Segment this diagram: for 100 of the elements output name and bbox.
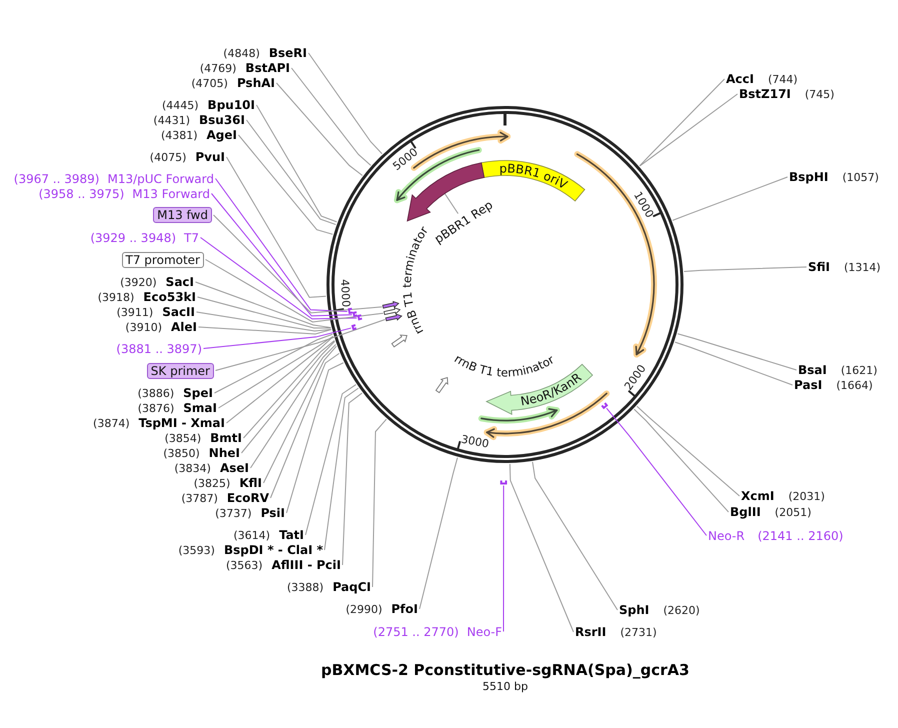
leader-line [263,346,337,484]
enzyme-name: SfiI [808,260,830,274]
leader-line [509,463,574,632]
leader-line [372,418,387,588]
leader-line [419,457,458,610]
cut-site-position: (4769) [200,62,236,76]
enzyme-name: RsrII [575,625,606,639]
cut-site-position: (2620) [663,604,700,618]
diagram-title: pBXMCS-2 Pconstitutive-sgRNA(Spa)_gcrA3 [321,661,690,679]
cut-site-position: (745) [804,88,834,102]
cut-site-position: (4431) [153,114,190,128]
leader-line [684,266,807,272]
leader-line [211,193,352,316]
cut-site-position: (2051) [774,506,812,520]
enzyme-name: KflI [239,476,262,490]
cut-site-position: (3850) [163,447,200,461]
cut-site-position: (3910) [125,321,162,335]
cut-site-position: (3854) [164,432,202,446]
leader-line [256,104,338,222]
enzyme-name: AccI [726,72,754,86]
primer-position: (2141 .. 2160) [758,529,844,543]
leader-line [214,334,334,394]
enzyme-name: BspDI * - ClaI * [224,543,323,557]
leader-line [634,408,729,512]
cut-site-position: (4848) [223,47,260,61]
feature-label: pBBR1 oriV [499,161,570,192]
primer-bar-icon [352,324,357,330]
leader-line [677,333,797,370]
cut-site-position: (3737) [215,507,252,521]
leader-line [308,52,382,154]
leader-line [238,134,334,235]
arrow-icon [382,300,400,309]
enzyme-name: SmaI [183,401,217,415]
enzyme-name: NheI [208,446,240,460]
tick-label: 3000 [460,432,490,451]
leader-line [198,326,332,334]
cut-site-position: (1621) [840,364,878,378]
cut-site-position: (1664) [836,379,873,393]
cut-site-position: (1057) [842,171,879,185]
enzyme-name: SphI [619,603,650,617]
leader-line [197,296,332,328]
enzyme-name: SpeI [183,386,213,400]
primer-position: (3881 .. 3897) [116,342,202,356]
cut-site-position: (3911) [116,306,154,320]
leader-line [639,78,725,166]
leader-line [215,319,386,371]
enzyme-name: SacI [166,275,194,289]
enzyme-name: AflIII - PciI [272,558,341,572]
leader-line [215,178,348,312]
leader-line [243,340,335,438]
cut-site-position: (2731) [620,626,657,640]
enzyme-name: BseRI [268,46,307,60]
primer-position: (2751 .. 2770) [373,625,459,639]
feature-band [480,160,586,202]
enzyme-name: AleI [170,320,197,334]
cut-site-position: (1314) [844,261,881,275]
enzyme-name: PshAI [236,76,275,90]
leader-line [674,342,793,386]
cut-site-position: (3388) [286,581,324,595]
primer-position: (3958 .. 3975) [38,187,124,201]
leader-line [291,68,372,166]
cut-site-position: (4705) [191,77,228,91]
cut-site-position: (3563) [226,559,263,573]
enzyme-name: Bsu36I [199,113,245,127]
enzyme-name: PfoI [391,602,418,616]
leader-line [205,259,384,322]
tick-label: 4000 [338,278,352,308]
enzyme-name: TspMI - XmaI [138,416,225,430]
enzyme-name: PsiI [260,506,285,520]
primer-name: Neo-R [708,529,745,543]
cut-site-position: (3918) [98,291,134,305]
cut-site-position: (744) [768,73,798,87]
leader-line [246,120,336,226]
enzyme-name: AseI [220,461,249,475]
primer-name: T7 [184,231,199,245]
leader-line [342,392,363,566]
primer-name: Neo-F [466,625,502,639]
feature-label: SK primer [146,362,214,378]
leader-line [203,328,352,349]
leader-line [270,352,340,498]
leader-line [672,176,788,221]
enzyme-name: SacII [162,305,195,319]
primer-position: (3967 .. 3989) [14,172,100,186]
leader-line [196,312,332,332]
leader-line [250,344,336,468]
leader-line [636,406,740,496]
leader-line [226,156,326,298]
leader-line [286,362,344,514]
enzyme-name: XcmI [741,489,774,503]
enzyme-name: BglII [730,505,761,519]
arrow-icon [384,307,401,315]
leader-line [241,340,336,454]
enzyme-name: PvuI [195,150,225,164]
enzyme-name: Bpu10I [208,98,255,112]
enzyme-name: PasI [794,378,822,392]
cut-site-position: (3787) [181,492,218,506]
enzyme-name: BspHI [789,170,828,184]
leader-line [200,237,358,320]
enzyme-name: BstAPI [245,61,290,75]
cut-site-position: (2990) [346,603,382,617]
